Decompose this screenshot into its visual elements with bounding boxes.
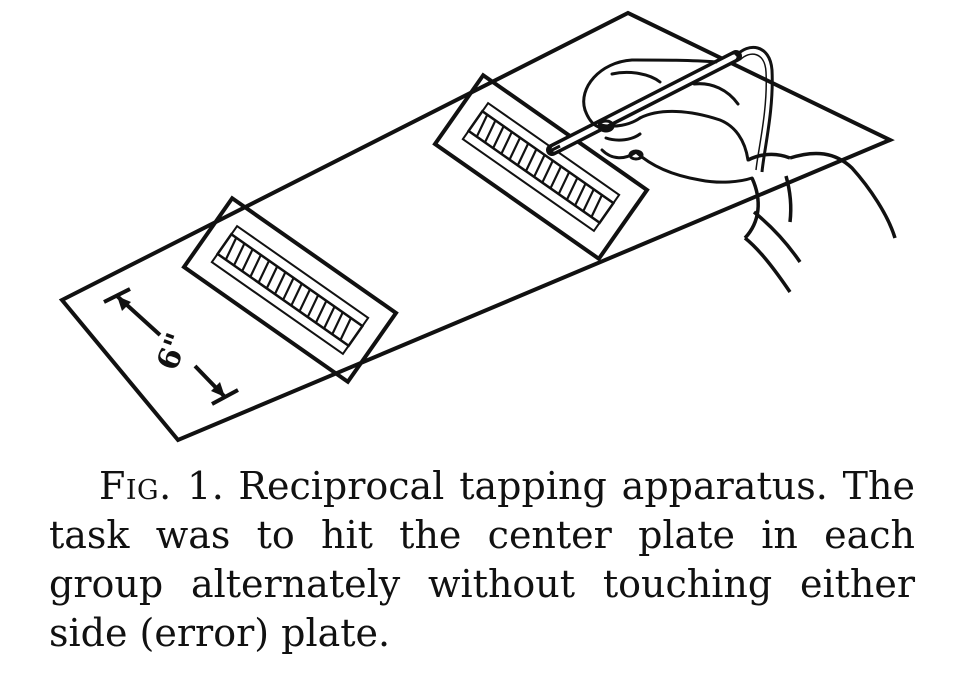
stylus xyxy=(546,50,742,156)
stylus-cord xyxy=(734,46,774,173)
figure-caption: Fig. 1.Reciprocal tapping apparatus. The… xyxy=(49,462,915,658)
dimension-arrow-bottom xyxy=(211,382,225,397)
hand xyxy=(582,58,754,184)
apparatus-board xyxy=(58,10,895,443)
caption-text: Reciprocal tapping apparatus. The task w… xyxy=(49,464,915,655)
sleeve xyxy=(743,151,897,293)
right-plate-group xyxy=(432,72,650,262)
dimension-label: 6" xyxy=(150,329,195,375)
tapping-apparatus-illustration: 6" xyxy=(58,10,897,443)
dimension-arrow-top xyxy=(117,296,131,311)
figure-label: Fig. 1. xyxy=(99,464,225,508)
left-plate-group xyxy=(181,195,399,385)
